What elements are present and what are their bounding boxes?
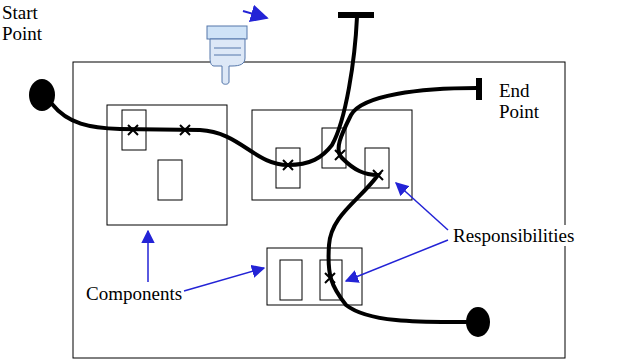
component-box — [252, 110, 412, 200]
component-box — [107, 105, 227, 225]
responsibility-box — [365, 148, 389, 188]
scenario-path — [329, 88, 477, 322]
component-box — [267, 248, 362, 305]
responsibility-box — [158, 160, 182, 200]
system-box — [73, 62, 565, 358]
start-point — [466, 307, 490, 337]
responsibility-box — [280, 260, 302, 300]
end-bar — [476, 78, 482, 100]
pointing-hand-icon — [207, 11, 267, 84]
diagram-label: Start Point — [2, 2, 54, 44]
diagram-label: End Point — [497, 80, 561, 122]
responsibility-box — [276, 148, 300, 188]
diagram-label: Components — [86, 283, 182, 304]
leader-arrows — [148, 183, 448, 291]
end-bar — [338, 12, 374, 18]
scenario-path — [52, 17, 357, 165]
responsibility-marks — [128, 125, 383, 283]
diagram-label: Responsibilities — [451, 225, 576, 246]
start-point — [29, 79, 55, 111]
